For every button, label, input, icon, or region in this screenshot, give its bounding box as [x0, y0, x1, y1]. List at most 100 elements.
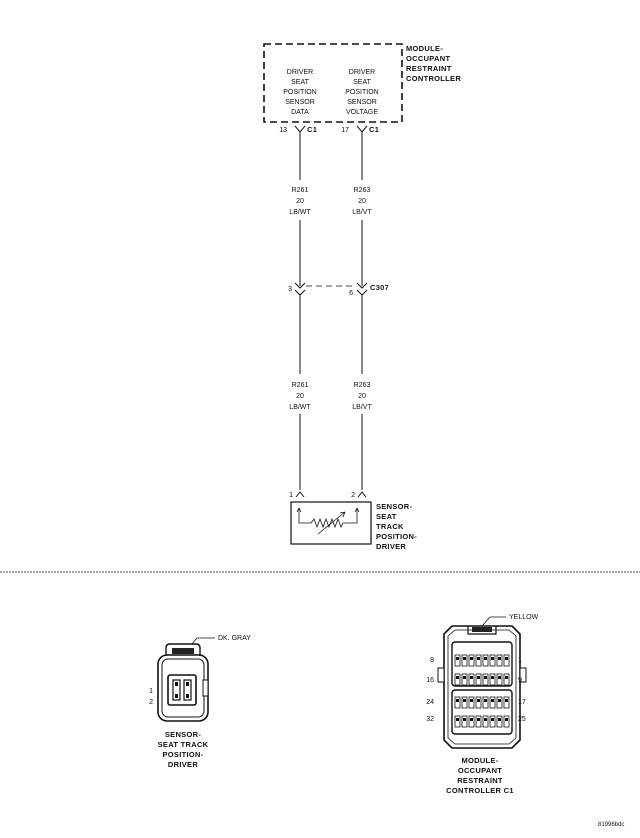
sensor-title-line-5: DRIVER — [376, 542, 406, 551]
circuit-left-line-3: POSITION — [283, 89, 316, 96]
sensor-connector-cavity-block — [167, 674, 197, 706]
c1-terminal — [477, 676, 480, 679]
wire-left-lower-color: LB/WT — [289, 404, 311, 411]
sensor-title-line-2: SEAT — [376, 512, 397, 521]
c1-cavity — [475, 715, 482, 728]
sensor-connector-color-leader — [191, 637, 215, 645]
wire-right-upper-color: LB/VT — [352, 209, 372, 216]
circuit-left-line-2: SEAT — [291, 79, 309, 86]
c1-terminal — [484, 699, 487, 702]
c1-cavity — [468, 715, 475, 728]
wire-left-upper-color: LB/WT — [289, 209, 311, 216]
module-title-line-3: RESTRAINT — [406, 64, 452, 73]
wire-right-upper-circuit: R263 — [354, 187, 371, 194]
c1-upper-cavity-block — [451, 641, 513, 687]
c1-terminal — [498, 657, 501, 660]
c1-cavity — [496, 673, 503, 686]
sensor-connector-pin-2: 2 — [149, 699, 153, 706]
c1-terminal — [491, 676, 494, 679]
c307-pin-6-upper — [356, 282, 368, 289]
sensor-title-line-4: POSITION- — [376, 532, 417, 541]
sensor-connector-caption-1: SENSOR- — [165, 730, 201, 739]
c1-pin-label-24: 24 — [426, 699, 434, 706]
c1-cavity — [489, 696, 496, 709]
circuit-right-line-3: POSITION — [345, 89, 378, 96]
c1-terminal — [470, 699, 473, 702]
c1-cavity — [461, 696, 468, 709]
c1-caption-4: CONTROLLER C1 — [446, 786, 514, 795]
c1-pin-label-8: 8 — [430, 657, 434, 664]
module-title-line-1: MODULE- — [406, 44, 443, 53]
c1-terminal — [456, 657, 459, 660]
sensor-connector-key — [202, 679, 209, 697]
sensor-lead-left-arrow — [296, 507, 302, 513]
c1-pin-label-16: 16 — [426, 677, 434, 684]
sensor-pin-1-label: 1 — [289, 492, 293, 499]
c307-label: C307 — [370, 283, 389, 292]
sensor-connector-terminal-1 — [175, 682, 178, 686]
c307-pin-3-lower — [294, 289, 306, 296]
c1-pin-label-1: 1 — [518, 657, 522, 664]
c1-cavity — [482, 654, 489, 667]
figure-id: 81996bdc — [598, 822, 624, 828]
c1-terminal — [505, 676, 508, 679]
c1-terminal — [498, 699, 501, 702]
sensor-connector-caption-4: DRIVER — [168, 760, 198, 769]
c1-terminal — [470, 657, 473, 660]
c1-cavity — [489, 654, 496, 667]
c1-cavity — [454, 673, 461, 686]
c1-latch-fill — [472, 627, 492, 632]
wire-right-upper-gauge: 20 — [358, 198, 366, 205]
inline-connector-c307: 3 6 C307 — [288, 282, 389, 297]
c1-terminal — [484, 657, 487, 660]
wire-right-lower-gauge: 20 — [358, 393, 366, 400]
c1-color-leader — [481, 616, 506, 627]
circuit-right-line-2: SEAT — [353, 79, 371, 86]
module-pin-17-terminal — [356, 125, 368, 133]
c1-cavity — [496, 654, 503, 667]
c1-cavity — [454, 696, 461, 709]
sensor-connector-view: 1 2 DK. GRAY SENSOR- SEAT TRACK POSITION… — [149, 635, 251, 769]
c307-pin-3-upper — [294, 282, 306, 289]
c1-cavity — [482, 715, 489, 728]
c1-cavity — [468, 673, 475, 686]
wire-left-upper-gauge: 20 — [296, 198, 304, 205]
module-connector-c1-left: C1 — [307, 125, 317, 134]
module-title-line-2: OCCUPANT — [406, 54, 450, 63]
c1-cavity — [503, 715, 510, 728]
c1-color-label: YELLOW — [509, 614, 539, 621]
c1-terminal — [456, 676, 459, 679]
c1-cavity — [496, 715, 503, 728]
module-occupant-restraint-controller: MODULE- OCCUPANT RESTRAINT CONTROLLER DR… — [263, 43, 461, 134]
c1-caption-3: RESTRAINT — [457, 776, 503, 785]
sensor-lead-right-arrow — [354, 507, 360, 513]
c1-latch — [467, 626, 497, 635]
circuit-left-line-5: DATA — [291, 109, 309, 116]
wire-left-lower-gauge: 20 — [296, 393, 304, 400]
sensor-connector-terminal-2 — [186, 682, 189, 686]
module-title-line-4: CONTROLLER — [406, 74, 461, 83]
c307-pin-3-label: 3 — [288, 286, 292, 293]
c1-side-key-right — [519, 667, 527, 683]
c1-terminal — [491, 699, 494, 702]
sensor-connector-terminal-4 — [186, 694, 189, 698]
c1-terminal — [470, 718, 473, 721]
c1-cavity — [503, 696, 510, 709]
sensor-body — [290, 501, 372, 545]
c1-pin-label-25: 25 — [518, 716, 526, 723]
module-pin-13-terminal — [294, 125, 306, 133]
wire-left-upper-circuit: R261 — [292, 187, 309, 194]
sensor-lead-left — [298, 508, 311, 524]
sensor-connector-cavity-2 — [183, 679, 192, 701]
circuit-left-line-1: DRIVER — [287, 69, 313, 76]
sensor-connector-pin-1: 1 — [149, 688, 153, 695]
c1-terminal — [484, 676, 487, 679]
c1-terminal — [463, 657, 466, 660]
c1-cavity — [461, 715, 468, 728]
c1-terminal — [484, 718, 487, 721]
c1-housing — [443, 625, 521, 749]
c1-terminal — [463, 699, 466, 702]
module-dashed-outline — [263, 43, 403, 123]
c1-cavity — [461, 654, 468, 667]
